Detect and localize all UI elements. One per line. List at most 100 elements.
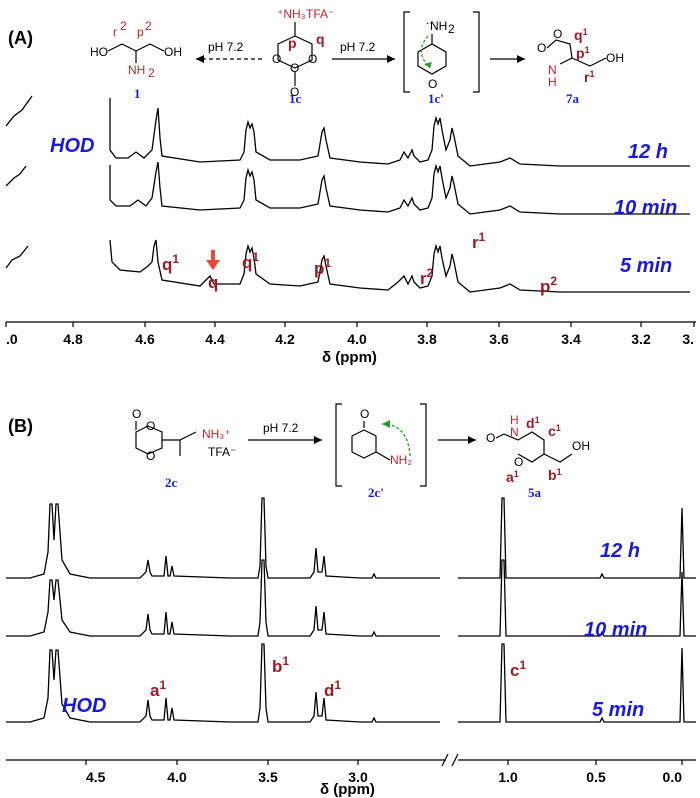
svg-text:d1: d1	[526, 415, 540, 431]
compound-7a-label: 7a	[566, 91, 580, 106]
svg-text:p1: p1	[576, 45, 590, 61]
panel-b-peak-labels: a1 b1 d1 c1	[150, 654, 526, 700]
panel-a-time-10min: 10 min	[614, 197, 677, 219]
panel-a-tick-label: 4.0	[347, 331, 367, 347]
peak-label-b1: b1	[272, 654, 289, 676]
panel-b-label: (B)	[8, 416, 33, 436]
svg-text:q1: q1	[574, 27, 588, 43]
spectra-b	[6, 497, 696, 723]
peak-label-a1: a1	[150, 678, 166, 700]
svg-text:O: O	[272, 52, 281, 66]
panel-a-tick-label: .0	[6, 331, 18, 347]
svg-text:q: q	[316, 31, 325, 47]
peak-label-c1: c1	[510, 658, 526, 680]
axis-break	[441, 753, 459, 767]
panel-b-tick-label: 3.0	[348, 769, 368, 785]
svg-text:O: O	[146, 449, 155, 463]
panel-b-tick-label: 0.0	[663, 769, 683, 785]
panel-a-tick-label: 3.4	[561, 331, 581, 347]
compound-1-label: 1	[134, 86, 141, 101]
panel-a-tick-label: 3.	[682, 331, 694, 347]
svg-text:NH: NH	[128, 63, 145, 77]
compound-2c-label: 2c	[165, 475, 178, 490]
panel-b-x-axis-title: δ (ppm)	[320, 781, 375, 798]
panel-a-label: (A)	[8, 28, 33, 48]
panel-b-time-5min: 5 min	[592, 699, 644, 721]
panel-b-tick-label: 0.5	[586, 769, 606, 785]
panel-a-peak-labels: q1 q q1 p1 r2 r1 p2	[162, 230, 557, 296]
svg-text:O: O	[132, 407, 141, 421]
peak-label-r2: r2	[420, 266, 434, 288]
peak-label-q1-b: q1	[242, 250, 259, 272]
compound-2c-structure: O O O NH₃⁺ TFA⁻	[132, 407, 236, 463]
spectrum-a-10min	[109, 161, 690, 215]
spectrum-b-10min	[6, 559, 696, 637]
panel-b-time-10min: 10 min	[584, 619, 647, 641]
compound-2c-prime-label: 2c'	[368, 485, 384, 500]
svg-text:p: p	[288, 35, 297, 51]
panel-a-tick-label: 3.2	[631, 331, 651, 347]
svg-text:O: O	[360, 407, 369, 421]
svg-text:HO: HO	[90, 45, 108, 59]
svg-text:O: O	[514, 455, 523, 469]
svg-text:TFA⁻: TFA⁻	[306, 7, 334, 21]
svg-text:O: O	[553, 27, 562, 41]
scheme-b-condition: pH 7.2	[263, 421, 299, 435]
svg-text:2: 2	[145, 19, 152, 33]
scheme-b: O O O NH₃⁺ TFA⁻ 2c pH 7.2 O NH₂ 2c'	[132, 403, 590, 500]
svg-text:OH: OH	[572, 439, 590, 453]
panel-a-tick-label: 3.8	[417, 331, 437, 347]
scheme-a-left-condition: pH 7.2	[208, 40, 244, 54]
svg-text:O: O	[537, 41, 546, 55]
spectrum-a-5min	[109, 239, 690, 293]
peak-label-p1: p1	[314, 256, 331, 278]
peak-label-q1-a: q1	[162, 252, 179, 274]
svg-text:r1: r1	[584, 69, 594, 85]
spectrum-a-12h	[109, 98, 690, 167]
panel-a-x-axis-title: δ (ppm)	[322, 349, 377, 366]
panel-b-time-12h: 12 h	[600, 540, 640, 562]
svg-text:p: p	[137, 25, 144, 39]
compound-7a-structure: O O N H OH q1 p1 r1	[537, 27, 624, 89]
svg-text:N: N	[548, 63, 557, 77]
svg-text:NH₂: NH₂	[390, 453, 412, 467]
compound-2c-prime-structure: O NH₂	[335, 403, 427, 487]
panel-b-hod-label: HOD	[62, 695, 106, 717]
panel-a-time-5min: 5 min	[620, 255, 672, 277]
svg-text:b1: b1	[548, 467, 562, 483]
panel-b-tick-label: 4.5	[86, 769, 106, 785]
svg-text:r: r	[113, 25, 117, 39]
svg-text:2: 2	[120, 19, 127, 33]
svg-text:OH: OH	[606, 51, 624, 65]
panel-b-tick-label: 3.5	[258, 769, 278, 785]
peak-label-d1: d1	[324, 678, 341, 700]
compound-1c-prime-label: 1c'	[428, 91, 444, 106]
svg-text:TFA⁻: TFA⁻	[208, 445, 236, 459]
svg-text:O: O	[428, 77, 437, 91]
compound-1c-label: 1c	[289, 91, 302, 106]
scheme-a-right-condition: pH 7.2	[340, 40, 376, 54]
svg-text:a1: a1	[506, 469, 519, 485]
panel-a-tick-label: 4.8	[63, 331, 83, 347]
spectra-a	[5, 95, 690, 293]
compound-5a-label: 5a	[528, 485, 542, 500]
panel-a-tick-label: 3.6	[489, 331, 509, 347]
svg-text:O: O	[290, 61, 299, 75]
spectrum-b-5min	[6, 643, 696, 723]
panel-b-tick-label: 4.0	[167, 769, 187, 785]
svg-text:⁺NH₃: ⁺NH₃	[277, 7, 306, 21]
svg-text:H: H	[510, 413, 519, 427]
panel-a-tick-label: 4.2	[275, 331, 295, 347]
svg-text:N: N	[510, 425, 519, 439]
compound-5a-structure: O H N O OH d1 c1 a1 b1	[486, 413, 590, 485]
svg-text:c1: c1	[548, 423, 561, 439]
spectrum-b-12h	[6, 497, 696, 579]
svg-text:OH: OH	[164, 45, 182, 59]
svg-text:O: O	[308, 52, 317, 66]
panel-a-hod-label: HOD	[50, 135, 94, 157]
